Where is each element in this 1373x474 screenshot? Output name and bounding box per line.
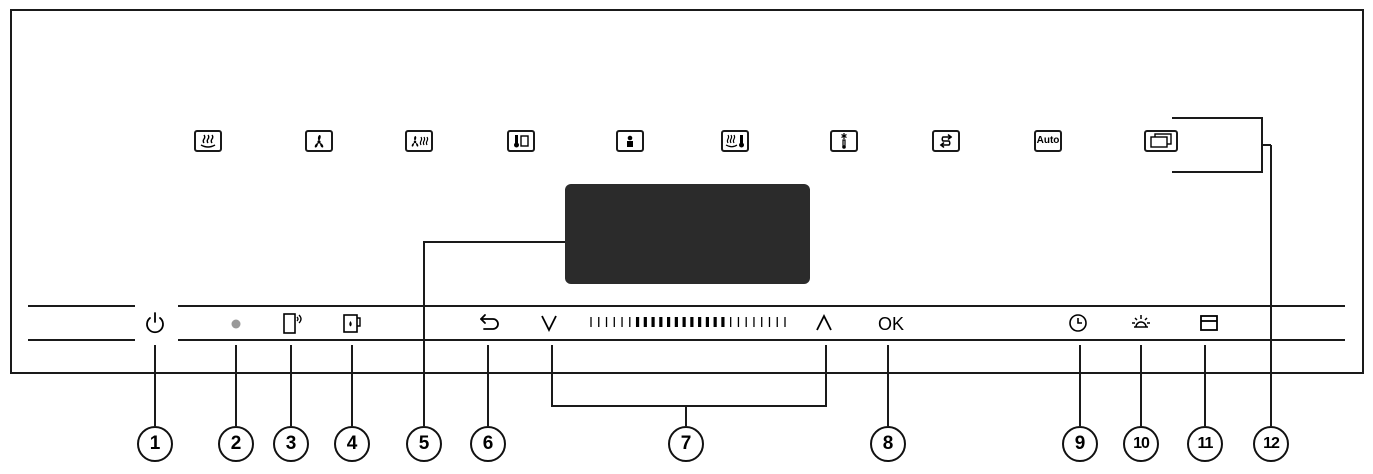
mode-button-defrost[interactable] [830, 130, 858, 152]
heat-thermometer-icon [725, 134, 744, 148]
callout-9: 9 [1062, 426, 1098, 462]
auto-label: Auto [1036, 135, 1060, 146]
mode-button-person[interactable] [616, 130, 644, 152]
callout-7: 7 [668, 426, 704, 462]
chevron-up-icon [816, 313, 832, 331]
top-bottom-heat-icon [200, 134, 216, 148]
callout-8: 8 [870, 426, 906, 462]
mode-button-heat-thermometer[interactable] [721, 130, 749, 152]
status-indicator [221, 308, 251, 338]
timer-button[interactable] [1063, 308, 1093, 338]
callout-12: 12 [1253, 426, 1289, 462]
callout-3: 3 [273, 426, 309, 462]
mode-button-top-bottom-heat[interactable] [194, 130, 222, 152]
ok-button[interactable]: OK [877, 314, 904, 334]
up-button[interactable] [809, 308, 839, 338]
water-tank-button[interactable] [337, 308, 367, 338]
tray-button[interactable] [1195, 308, 1225, 338]
callout-6: 6 [470, 426, 506, 462]
defrost-icon [841, 133, 847, 149]
display-screen [565, 184, 810, 284]
power-icon [146, 312, 164, 334]
callout-10: 10 [1123, 426, 1159, 462]
mode-button-fan-heat[interactable] [405, 130, 433, 152]
windows-icon [1150, 133, 1172, 148]
light-icon [1132, 315, 1150, 328]
status-dot-icon [231, 319, 241, 329]
rotate-icon [939, 134, 953, 148]
light-button[interactable] [1126, 308, 1156, 338]
person-icon [627, 135, 633, 147]
level-slider[interactable] [588, 314, 788, 330]
tray-icon [1200, 315, 1218, 331]
back-arrow-icon [480, 314, 499, 330]
phone-signal-icon [283, 313, 302, 334]
clock-icon [1069, 314, 1087, 332]
callout-2: 2 [218, 426, 254, 462]
fan-icon [314, 135, 324, 148]
mode-button-fan[interactable] [305, 130, 333, 152]
callout-5: 5 [406, 426, 442, 462]
power-button[interactable] [140, 308, 170, 338]
mode-button-auto[interactable]: Auto [1034, 130, 1062, 152]
callout-11: 11 [1187, 426, 1223, 462]
fan-heat-icon [411, 136, 429, 147]
callout-1: 1 [137, 426, 173, 462]
chevron-down-icon [541, 315, 557, 333]
back-button[interactable] [473, 308, 503, 338]
callout-4: 4 [334, 426, 370, 462]
down-button[interactable] [534, 308, 564, 338]
remote-button[interactable] [276, 308, 306, 338]
mode-button-more-modes[interactable] [1144, 130, 1178, 152]
mode-button-rotate[interactable] [932, 130, 960, 152]
grill-icon [514, 135, 529, 148]
water-tank-icon [343, 314, 361, 333]
mode-button-grill[interactable] [507, 130, 535, 152]
